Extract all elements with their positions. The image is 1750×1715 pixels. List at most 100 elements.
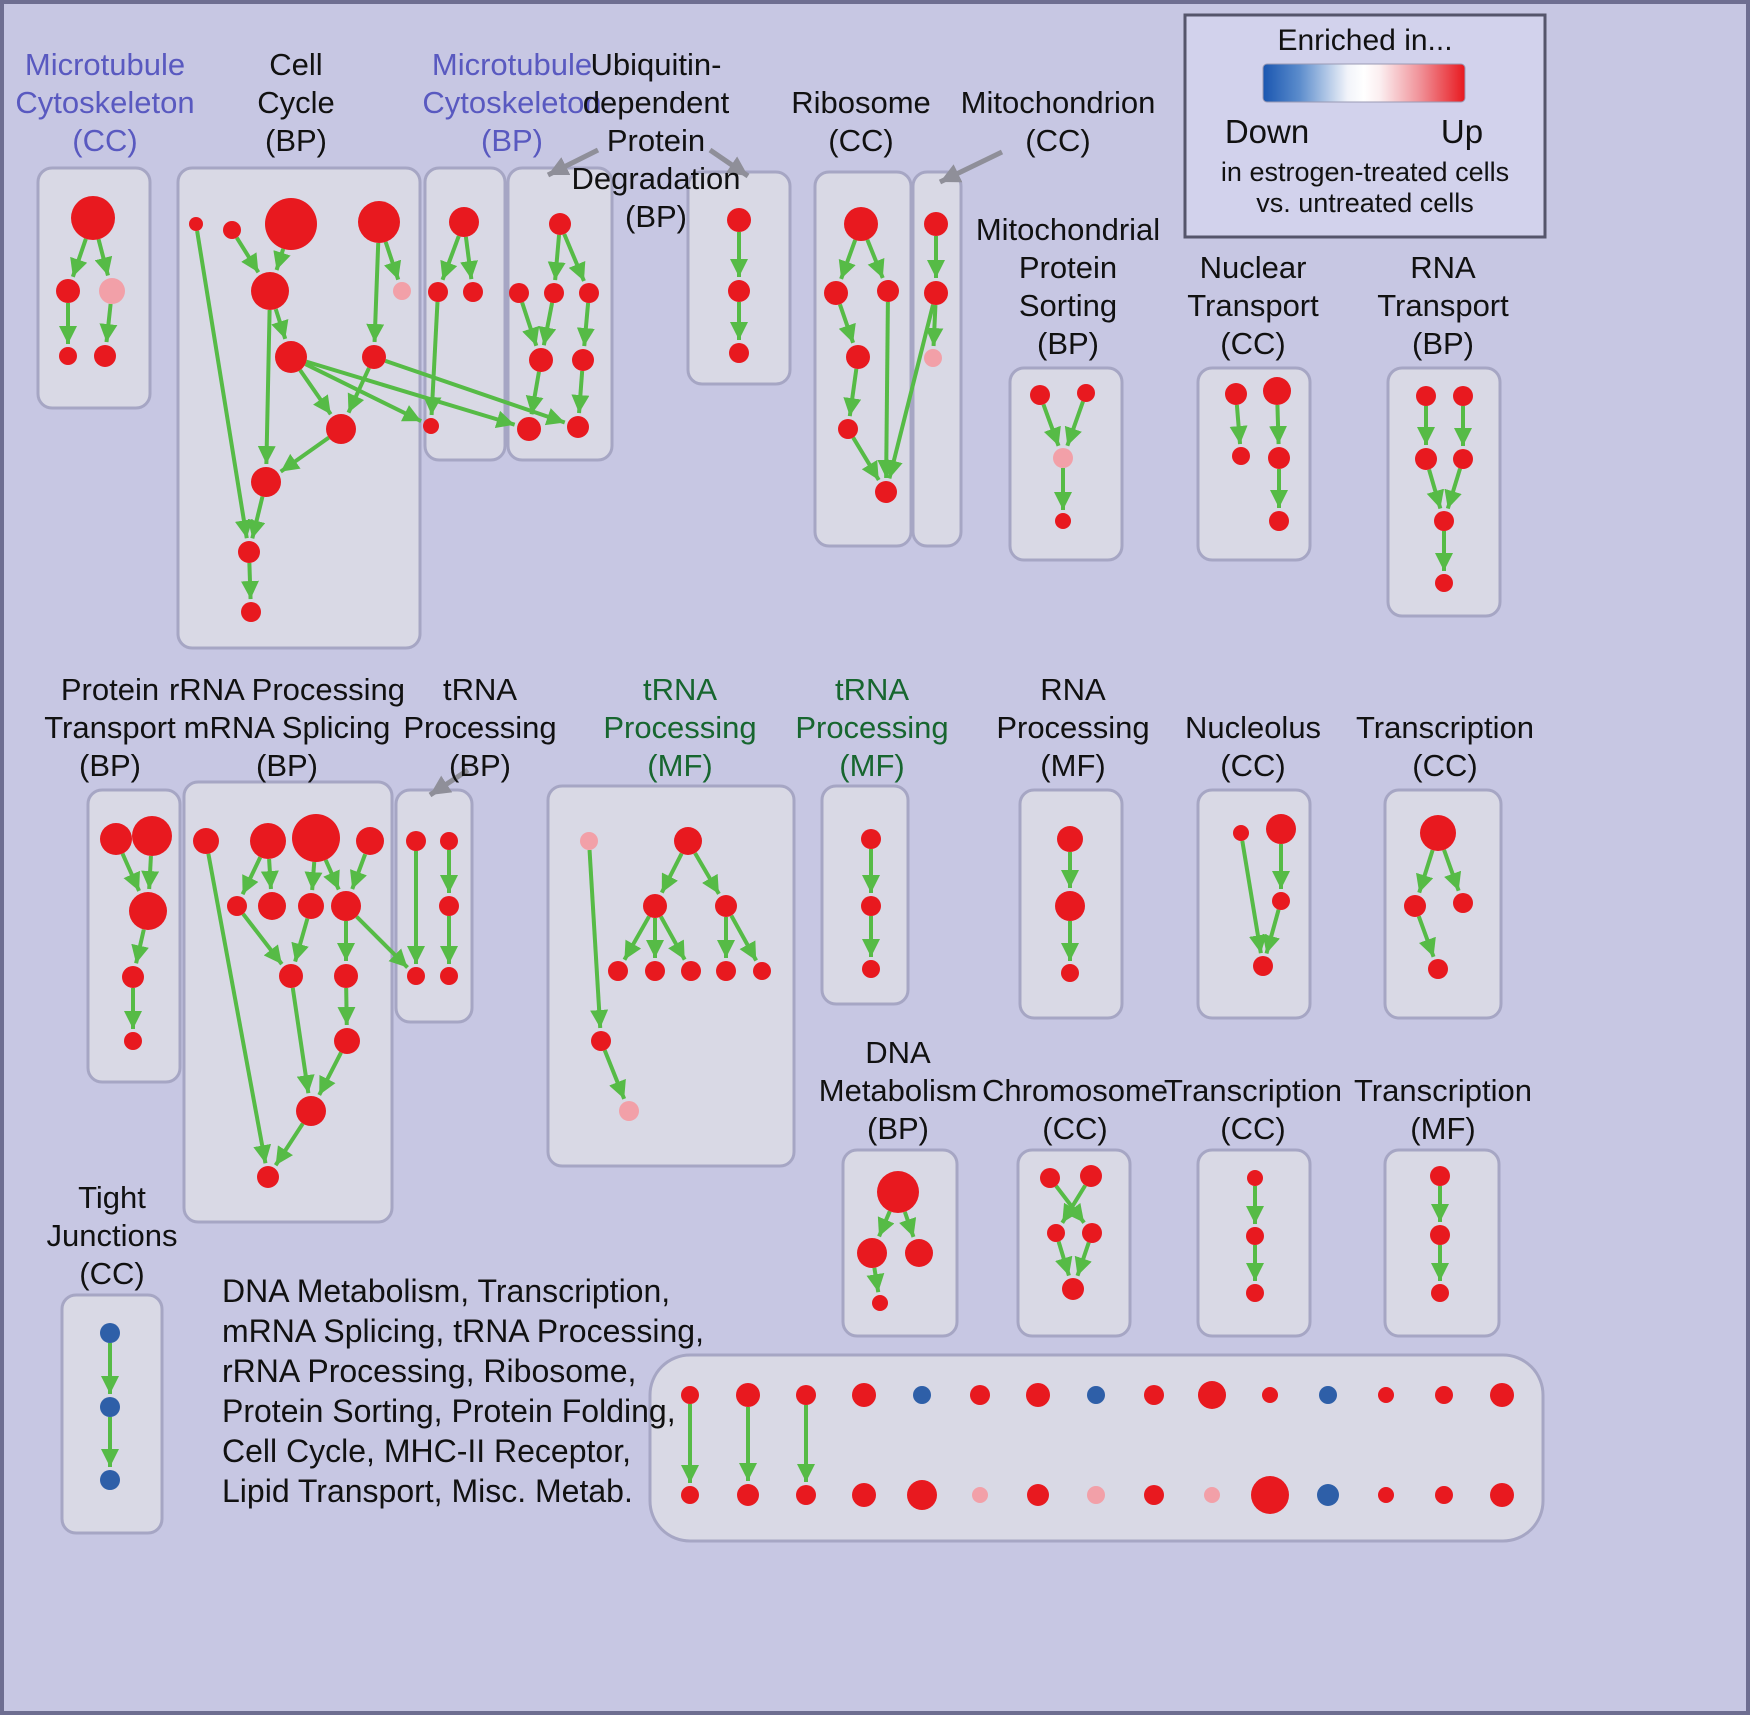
go-term-node — [681, 1386, 699, 1404]
go-term-node — [1453, 449, 1473, 469]
group-box-nuclear-transport — [1196, 366, 1312, 562]
go-term-node — [406, 831, 426, 851]
go-term-node — [1251, 1476, 1289, 1514]
edge-arrow — [323, 859, 341, 891]
group-box-trna-mf-2 — [820, 784, 910, 1006]
go-term-node — [1420, 815, 1456, 851]
edge-arrow — [1074, 1241, 1092, 1277]
group-label-transcription-mf: Transcription(MF) — [1354, 1073, 1532, 1146]
go-term-node — [1144, 1485, 1164, 1505]
go-term-node — [1453, 893, 1473, 913]
legend-subtitle-line2: vs. untreated cells — [1256, 188, 1474, 218]
go-term-node — [1416, 386, 1436, 406]
go-term-node — [681, 961, 701, 981]
go-term-node — [1082, 1223, 1102, 1243]
edge-arrow — [602, 1049, 627, 1100]
edge-arrow — [1442, 849, 1462, 892]
go-term-node — [875, 481, 897, 503]
go-term-node — [924, 212, 948, 236]
go-term-node — [1262, 1387, 1278, 1403]
go-term-node — [579, 283, 599, 303]
go-term-node — [1268, 447, 1290, 469]
go-term-node — [223, 221, 241, 239]
edge-arrow — [1229, 404, 1248, 445]
go-term-node — [251, 467, 281, 497]
go-term-node — [924, 349, 942, 367]
go-term-node — [423, 418, 439, 434]
legend-box — [1183, 13, 1547, 239]
go-term-node — [1030, 385, 1050, 405]
go-term-node — [334, 1028, 360, 1054]
legend-panel: Enriched in... Down Up in estrogen-treat… — [1183, 13, 1547, 239]
go-term-node — [1077, 384, 1095, 402]
edge-arrow — [1060, 1184, 1087, 1224]
edge-arrow — [1262, 909, 1281, 955]
edge-arrow — [1416, 915, 1436, 958]
legend-gradient-bar — [1262, 63, 1466, 103]
edge-arrow — [423, 301, 442, 416]
edge-arrow — [659, 915, 687, 961]
go-term-node — [463, 282, 483, 302]
go-term-node — [509, 283, 529, 303]
legend-subtitle-line1: in estrogen-treated cells — [1221, 157, 1509, 187]
edge-arrow — [317, 1051, 343, 1096]
go-term-node — [358, 201, 400, 243]
edge-arrow — [260, 858, 279, 890]
group-box-rrna-mrna — [182, 780, 394, 1224]
go-term-node — [56, 279, 80, 303]
go-term-node — [1435, 1486, 1453, 1504]
edge-arrow — [576, 302, 595, 347]
go-term-node — [877, 280, 899, 302]
go-term-node — [572, 349, 594, 371]
go-term-node — [852, 1383, 876, 1407]
go-term-node — [1062, 1278, 1084, 1300]
go-term-node — [241, 602, 261, 622]
go-term-node — [71, 196, 115, 240]
go-term-node — [674, 827, 702, 855]
edge-arrow — [587, 849, 609, 1029]
edge-arrow — [925, 304, 944, 347]
edge-arrow — [355, 915, 409, 969]
edge-arrow — [1041, 403, 1061, 447]
go-term-node — [1233, 825, 1249, 841]
go-term-node — [1434, 511, 1454, 531]
go-term-node — [796, 1485, 816, 1505]
edge-arrow — [337, 987, 356, 1026]
edge-arrow — [843, 368, 862, 417]
edge-arrow — [538, 302, 557, 346]
footnote-text: DNA Metabolism, Transcription,mRNA Splic… — [222, 1273, 704, 1509]
go-term-node — [296, 1096, 326, 1126]
go-term-node — [529, 348, 553, 372]
go-term-node — [439, 896, 459, 916]
go-term-node — [619, 1101, 639, 1121]
edge-arrow — [257, 309, 276, 465]
go-term-node — [1204, 1487, 1220, 1503]
edge-arrow — [271, 308, 289, 340]
edge-arrow — [520, 301, 540, 347]
group-label-nucleolus: Nucleolus(CC) — [1185, 710, 1321, 783]
edge-arrow — [240, 562, 259, 600]
edge-arrow — [235, 236, 261, 274]
go-term-node — [1319, 1386, 1337, 1404]
edge-arrow — [206, 853, 272, 1164]
label-callout-arrow — [546, 147, 600, 178]
go-term-node — [227, 896, 247, 916]
edge-arrow — [885, 304, 936, 479]
go-term-node — [824, 281, 848, 305]
go-term-node — [257, 1166, 279, 1188]
go-term-node — [972, 1487, 988, 1503]
legend-up-label: Up — [1441, 113, 1483, 150]
go-term-node — [1430, 1166, 1450, 1186]
go-term-node — [580, 832, 598, 850]
group-label-transcription-cc-mid: Transcription(CC) — [1356, 710, 1534, 783]
go-term-node — [1061, 964, 1079, 982]
go-term-node — [1269, 511, 1289, 531]
edge-arrow — [384, 359, 566, 426]
edge-arrow — [1416, 849, 1435, 894]
